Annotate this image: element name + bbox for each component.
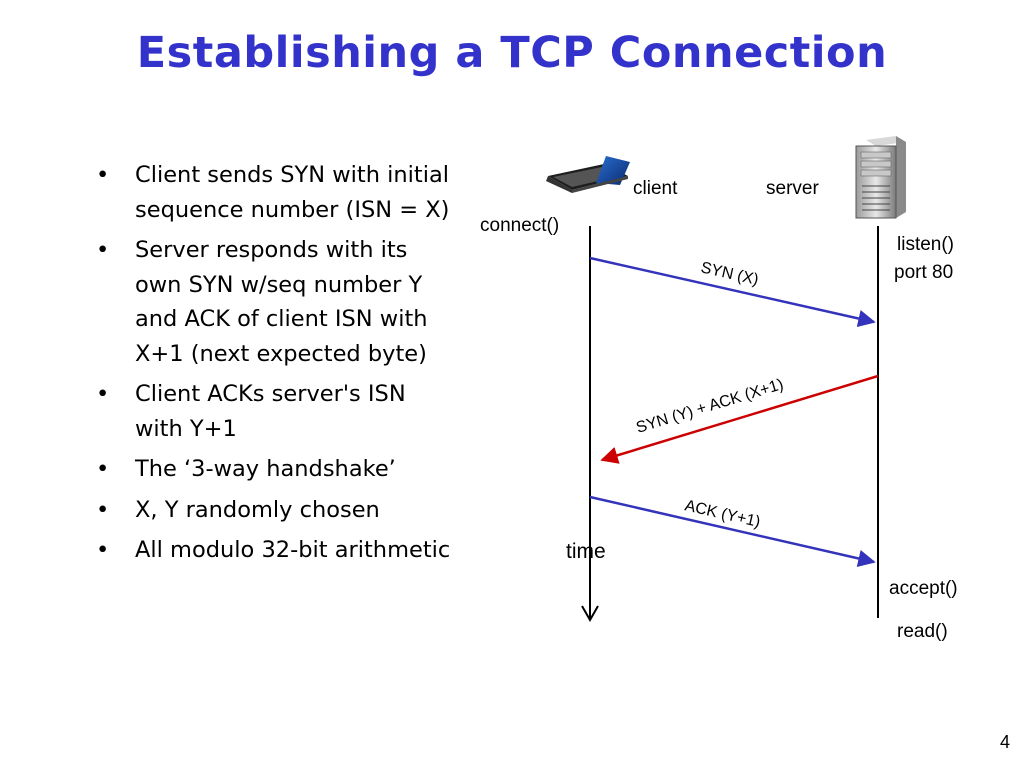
synack-message-arrow [600, 374, 879, 464]
bullet-item: All modulo 32-bit arithmetic [96, 533, 456, 568]
bullet-item: The ‘3-way handshake’ [96, 452, 456, 487]
bullet-item: Client sends SYN with initial sequence n… [96, 158, 456, 227]
listen-call-label: listen() [897, 234, 954, 255]
bullet-item: Client ACKs server's ISN with Y+1 [96, 377, 456, 446]
accept-call-label: accept() [889, 578, 958, 599]
bullet-item: X, Y randomly chosen [96, 493, 456, 528]
syn-message-arrow [589, 256, 876, 328]
slide-title: Establishing a TCP Connection [136, 28, 888, 78]
connect-call-label: connect() [480, 215, 559, 236]
ack-message-arrow [589, 495, 876, 568]
server-tower-icon [855, 136, 906, 219]
time-label: time [566, 540, 606, 563]
bullet-list: Client sends SYN with initial sequence n… [96, 158, 456, 574]
client-label: client [633, 178, 678, 199]
port-label: port 80 [894, 262, 953, 283]
server-label: server [766, 178, 819, 199]
client-timeline-arrowhead [581, 605, 599, 623]
bullet-item: Server responds with its own SYN w/seq n… [96, 233, 456, 371]
ack-message-label: ACK (Y+1) [683, 497, 762, 531]
read-call-label: read() [897, 621, 948, 642]
laptop-icon [546, 156, 630, 193]
page-number: 4 [999, 732, 1010, 752]
